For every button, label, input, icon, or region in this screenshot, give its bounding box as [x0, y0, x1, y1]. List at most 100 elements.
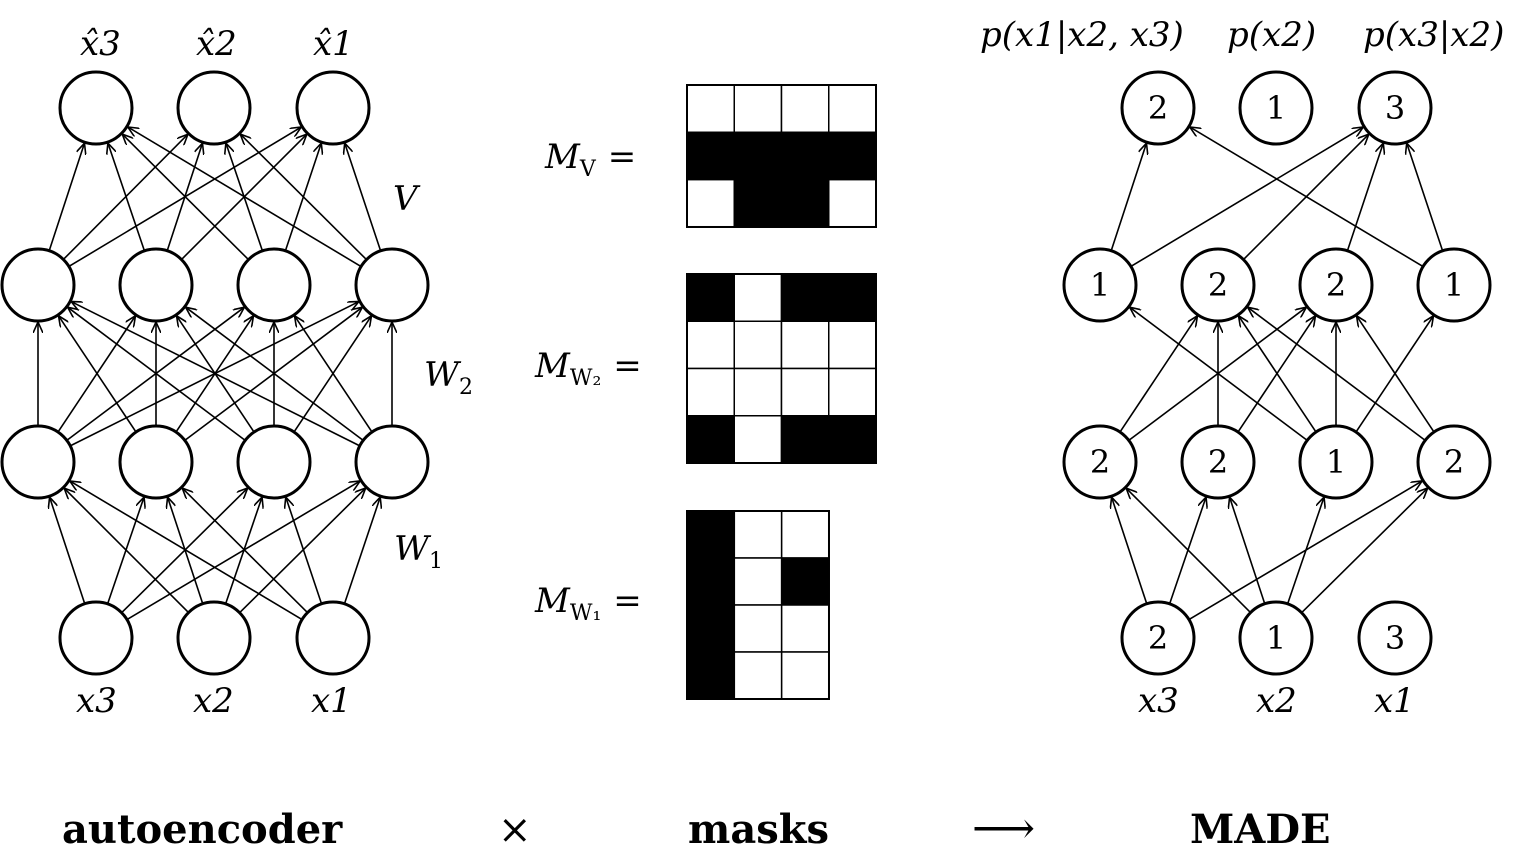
mask-mw1-cell-0-0 [686, 510, 736, 559]
ae-hidden2-node-0 [0, 247, 76, 323]
made-hidden1-node-3-circle [1416, 424, 1492, 500]
ae-hidden1-node-1-circle [118, 424, 194, 500]
ae-edge-h13-h20 [71, 302, 361, 447]
ae-hidden1-node-3 [354, 424, 430, 500]
ae-input-node-2 [295, 600, 371, 676]
mask-mv-cell-0-1 [733, 84, 783, 134]
mask-mw2-border [686, 273, 877, 464]
ae-edge-h22-out0 [122, 134, 250, 261]
made-hidden2-node-0: 1 [1062, 247, 1138, 323]
ae-hidden2-node-2 [236, 247, 312, 323]
made-edge-in1-h12 [1286, 497, 1324, 605]
mask-mw2-cell-1-2 [780, 320, 830, 370]
mask-mw2-cell-1-0 [686, 320, 735, 370]
mask-mv-cell-1-0 [686, 131, 735, 181]
input-label-x1: x1 [311, 681, 352, 721]
caption-autoencoder: autoencoder [62, 806, 343, 853]
made-top-label-p-x1: p(x1|x2, x3) [980, 15, 1184, 55]
weight-label-w1: W1 [394, 529, 443, 574]
ae-output-node-0-circle [58, 70, 134, 146]
made-hidden1-node-1-circle [1180, 424, 1256, 500]
made-hidden2-node-0-circle [1062, 247, 1138, 323]
ae-input-node-0-circle [58, 600, 134, 676]
ae-hidden1-node-0-circle [0, 424, 76, 500]
mask-mw2-cell-2-1 [733, 367, 783, 417]
ae-input-node-0 [58, 600, 134, 676]
made-hidden2-node-3: 1 [1416, 247, 1492, 323]
svg-text:x̂1: x̂1 [313, 24, 354, 64]
made-edge-h23-out2 [1407, 143, 1444, 252]
made-input-node-1-label: 1 [1266, 619, 1286, 657]
mask-mw1-cell-1-0 [686, 557, 736, 606]
ae-hidden1-node-2 [236, 424, 312, 500]
mask-mw1-cell-3-2 [780, 651, 830, 700]
ae-output-node-1-circle [176, 70, 252, 146]
mask-mw2-cell-0-2 [780, 273, 830, 322]
ae-edge-in1-h12 [224, 497, 262, 605]
made-hidden1-node-2-circle [1298, 424, 1374, 500]
caption-masks: masks [688, 806, 829, 853]
mask-mw2-cell-1-1 [733, 320, 783, 370]
made-output-node-1-circle [1238, 70, 1314, 146]
mask-mv-cell-1-3 [828, 131, 877, 181]
made-input-labels: x3 x2 x1 [1138, 681, 1415, 721]
mask-mw1-cell-2-0 [686, 604, 736, 653]
made-hidden2-node-1: 2 [1180, 247, 1256, 323]
made-top-label-p-x3: p(x3|x2) [1363, 15, 1504, 55]
mask-mw2-cell-3-3 [828, 415, 877, 464]
ae-edge-h20-out0 [48, 143, 84, 252]
svg-text:x̂2: x̂2 [196, 24, 237, 64]
mask-mv-border [686, 84, 877, 228]
input-label-x2: x2 [193, 681, 234, 721]
ae-edge-h11-h20 [59, 316, 137, 433]
ae-edge-in1-h10 [64, 488, 190, 614]
input-label-x3: x3 [76, 681, 117, 721]
made-edge-in1-h13 [1301, 488, 1428, 614]
mask-mw1-cell-3-1 [733, 651, 783, 700]
ae-edge-in1-h13 [239, 488, 366, 614]
ae-hidden2-node-2-circle [236, 247, 312, 323]
made-edge-in0-h10 [1112, 497, 1148, 605]
mask-label-mw2: MW₂= [534, 346, 642, 391]
made-top-label-p-x2: p(x2) [1227, 15, 1316, 55]
ae-edge-in2-h13 [343, 497, 380, 605]
ae-output-node-1 [176, 70, 252, 146]
mask-mw1-cell-3-0 [686, 651, 736, 700]
weight-label-w2: W2 [424, 355, 473, 400]
ae-hidden2-node-1-circle [118, 247, 194, 323]
made-top-labels: p(x1|x2, x3) p(x2) p(x3|x2) [980, 15, 1504, 55]
mask-grid-mv [686, 84, 877, 228]
made-input-node-1-circle [1238, 600, 1314, 676]
mask-mw2-cell-3-1 [733, 415, 783, 464]
mask-mw2-cell-2-3 [828, 367, 877, 417]
mask-mv-cell-1-1 [733, 131, 783, 181]
mask-mw2-cell-1-3 [828, 320, 877, 370]
mask-mw1-cell-0-2 [780, 510, 830, 559]
ae-edge-in2-h11 [182, 488, 309, 614]
made-input-node-0-circle [1120, 600, 1196, 676]
made-hidden2-node-2: 2 [1298, 247, 1374, 323]
ae-hidden2-node-3 [354, 247, 430, 323]
made-input-node-0: 2 [1120, 600, 1196, 676]
made-output-node-0-label: 2 [1148, 89, 1168, 127]
made-hidden2-node-2-circle [1298, 247, 1374, 323]
caption-made: MADE [1190, 806, 1331, 853]
mask-mw2-cell-3-0 [686, 415, 735, 464]
mask-mw1-cell-0-1 [733, 510, 783, 559]
made-hidden2-node-2-label: 2 [1326, 266, 1346, 304]
made-input-node-2: 3 [1357, 600, 1433, 676]
made-edge-h20-out2 [1130, 127, 1363, 268]
made-output-node-0: 2 [1120, 70, 1196, 146]
mask-mw1-cell-1-2 [780, 557, 830, 606]
mask-label-mv: MV= [544, 137, 636, 182]
autoencoder-output-labels: x̂3 x̂2 x̂1 [80, 24, 354, 64]
mask-grid-mw1 [686, 510, 830, 700]
ae-input-node-2-circle [295, 600, 371, 676]
mask-mv-cell-2-3 [828, 178, 877, 228]
mask-mw2-cell-3-2 [780, 415, 830, 464]
made-hidden1-node-3: 2 [1416, 424, 1492, 500]
ae-output-node-2 [295, 70, 371, 146]
autoencoder-edges [38, 127, 392, 621]
svg-text:x̂3: x̂3 [80, 24, 121, 64]
ae-edge-h21-out0 [108, 143, 146, 252]
